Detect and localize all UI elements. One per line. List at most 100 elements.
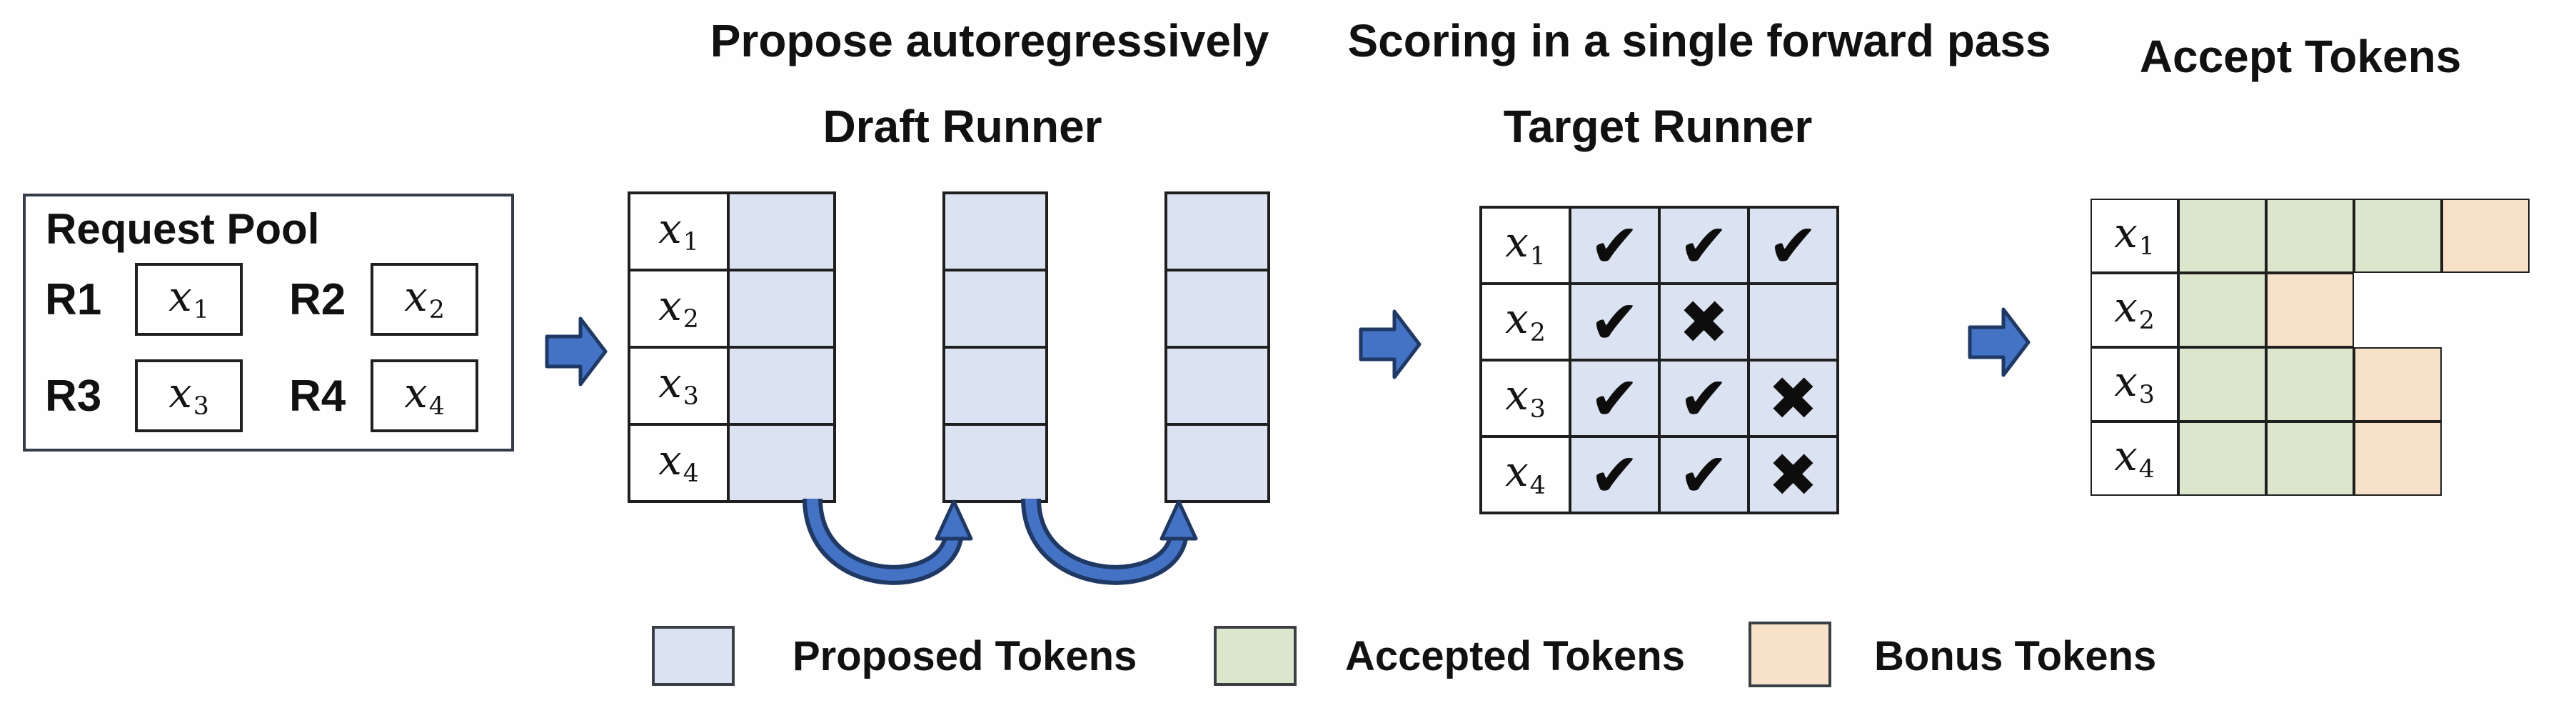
token-label: x3	[658, 362, 699, 409]
token-base: x	[168, 271, 192, 321]
accept-row-label-cell: x4	[2091, 422, 2178, 496]
token-subscript: 4	[1529, 471, 1546, 500]
token-base: x	[404, 271, 428, 321]
proposed-token-cell	[1166, 270, 1269, 347]
target-score-cell: ✖	[1749, 360, 1838, 437]
accept-token-row: x2	[2091, 273, 2530, 347]
target-score-cell: ✔	[1570, 360, 1659, 437]
token-base: x	[2114, 282, 2138, 331]
token-subscript: 1	[193, 296, 209, 325]
draft-proposal-column-step-2	[942, 191, 1048, 503]
token-base: x	[2114, 431, 2138, 480]
request-token-box: x3	[135, 359, 243, 432]
token-subscript: 2	[1529, 318, 1546, 347]
bonus-token-cell	[2354, 422, 2442, 496]
token-subscript: 2	[683, 305, 699, 334]
proposed-token-cell	[944, 347, 1047, 424]
request-token-box: x1	[135, 263, 243, 336]
token-label: x1	[658, 208, 699, 255]
token-label: x3	[1505, 374, 1546, 422]
proposed-token-cell	[728, 347, 835, 424]
legend-swatch-proposed	[652, 626, 735, 686]
token-label: x1	[1505, 221, 1546, 269]
proposed-token-cell	[944, 193, 1047, 270]
request-pool-title: Request Pool	[46, 205, 320, 253]
token-subscript: 4	[683, 459, 699, 489]
accept-row-label-cell: x3	[2091, 347, 2178, 422]
target-score-cell: ✔	[1659, 207, 1749, 284]
target-scoring-table: x1✔✔✔x2✔✖x3✔✔✖x4✔✔✖	[1479, 206, 1839, 514]
token-base: x	[2114, 357, 2138, 406]
accepted-token-cell	[2266, 199, 2354, 273]
proposed-token-cell	[1166, 193, 1269, 270]
draft-proposal-column-step-3	[1164, 191, 1270, 503]
request-id-label: R4	[289, 371, 346, 421]
target-score-cell: ✔	[1570, 284, 1659, 360]
proposed-token-cell	[728, 270, 835, 347]
request-id-label: R3	[45, 371, 102, 421]
token-label: x2	[1505, 298, 1546, 345]
token-label: x3	[168, 372, 209, 419]
bonus-token-cell	[2442, 199, 2530, 273]
check-icon: ✔	[1589, 439, 1640, 510]
token-subscript: 4	[428, 392, 445, 422]
token-label: x4	[2114, 435, 2155, 482]
accepted-token-cell	[2178, 422, 2266, 496]
proposed-token-cell	[944, 424, 1047, 502]
bonus-token-cell	[2354, 347, 2442, 422]
draft-runner-title: Draft Runner	[822, 101, 1102, 152]
token-label: x3	[2114, 361, 2155, 408]
request-token-box: x4	[371, 359, 478, 432]
token-base: x	[1505, 294, 1529, 344]
token-label: x2	[2114, 286, 2155, 334]
cross-icon: ✖	[1679, 286, 1729, 357]
draft-row-label-cell: x1	[629, 193, 728, 270]
cross-icon: ✖	[1768, 363, 1818, 434]
token-subscript: 1	[2138, 232, 2155, 261]
check-icon: ✔	[1679, 210, 1729, 281]
accept-row-label-cell: x2	[2091, 273, 2178, 347]
token-base: x	[1505, 218, 1529, 267]
token-base: x	[1505, 371, 1529, 420]
token-base: x	[658, 435, 682, 484]
token-label: x4	[404, 372, 445, 419]
accept-section-title: Accept Tokens	[2139, 31, 2462, 82]
check-icon: ✔	[1589, 210, 1640, 281]
check-icon: ✔	[1679, 363, 1729, 434]
accepted-token-cell	[2178, 199, 2266, 273]
target-to-accept-arrow-icon	[1968, 307, 2031, 377]
accepted-token-cell	[2266, 347, 2354, 422]
request-token-box: x2	[371, 263, 478, 336]
proposed-token-cell	[1166, 347, 1269, 424]
draft-row-label-cell: x4	[629, 424, 728, 502]
check-icon: ✔	[1589, 286, 1640, 357]
token-subscript: 4	[2138, 455, 2155, 484]
token-subscript: 2	[428, 296, 445, 325]
legend-label-accepted: Accepted Tokens	[1345, 632, 1685, 679]
target-row-label-cell: x4	[1481, 437, 1570, 513]
token-label: x4	[658, 439, 699, 487]
request-id-label: R2	[289, 274, 346, 324]
target-section-title: Scoring in a single forward pass	[1347, 15, 2051, 66]
token-base: x	[168, 368, 192, 417]
draft-to-target-arrow-icon	[1359, 309, 1422, 379]
token-label: x2	[404, 276, 445, 323]
target-score-cell	[1749, 284, 1838, 360]
draft-section-title: Propose autoregressively	[710, 15, 1269, 66]
draft-row-label-cell: x3	[629, 347, 728, 424]
target-row-label-cell: x1	[1481, 207, 1570, 284]
cross-icon: ✖	[1768, 439, 1818, 510]
accept-token-row: x4	[2091, 422, 2530, 496]
check-icon: ✔	[1768, 210, 1818, 281]
check-icon: ✔	[1679, 439, 1729, 510]
target-score-cell: ✔	[1570, 207, 1659, 284]
accepted-token-cell	[2354, 199, 2442, 273]
token-base: x	[2114, 208, 2138, 257]
proposed-token-cell	[1166, 424, 1269, 502]
legend-swatch-bonus	[1749, 622, 1831, 687]
loop-arrow-step1-to-step2	[803, 499, 973, 585]
token-subscript: 3	[2138, 381, 2155, 410]
proposed-token-cell	[728, 193, 835, 270]
